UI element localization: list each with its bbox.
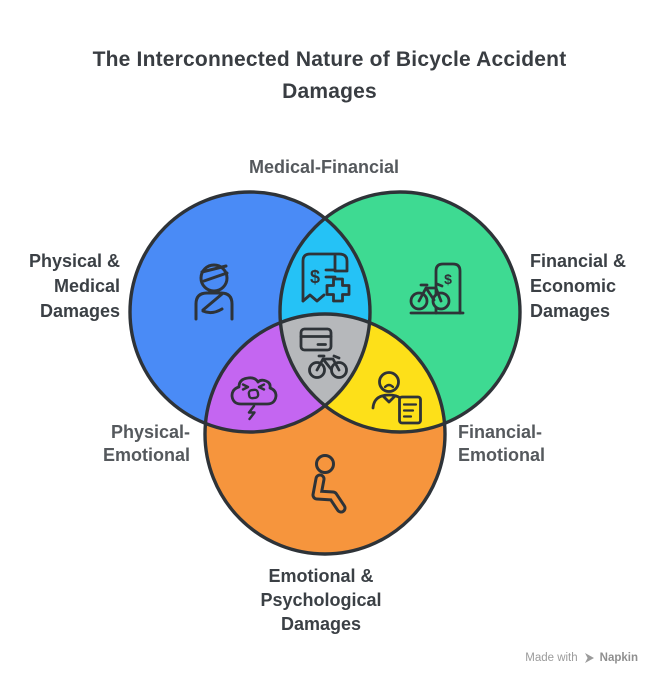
svg-text:$: $ — [444, 271, 452, 287]
venn-outlines — [128, 190, 522, 556]
injured-person-icon — [194, 263, 234, 321]
credit-card-bicycle-icon — [299, 327, 348, 379]
watermark: Made with Napkin — [525, 652, 638, 664]
napkin-logo-icon — [584, 653, 594, 663]
label-physical-medical: Physical & Medical Damages — [28, 251, 120, 321]
bicycle-price-tag-icon: $ — [409, 262, 465, 315]
person-document-icon — [371, 371, 422, 425]
label-financial-economic: Financial & Economic Damages — [530, 251, 627, 321]
label-emotional-psychological: Emotional & Psychological Damages — [260, 566, 382, 634]
region-physical-emotional — [205, 314, 370, 432]
storm-cloud-icon — [230, 376, 278, 421]
label-physical-emotional: Physical- Emotional — [102, 422, 190, 465]
kneeling-person-icon — [311, 454, 347, 514]
medical-bill-icon: $ — [301, 252, 351, 303]
watermark-brand: Napkin — [599, 652, 638, 664]
page-title: The Interconnected Nature of Bicycle Acc… — [92, 48, 567, 103]
label-financial-emotional: Financial- Emotional — [458, 422, 546, 465]
watermark-prefix: Made with — [525, 652, 578, 664]
svg-text:$: $ — [310, 267, 320, 287]
label-medical-financial: Medical-Financial — [248, 157, 400, 177]
